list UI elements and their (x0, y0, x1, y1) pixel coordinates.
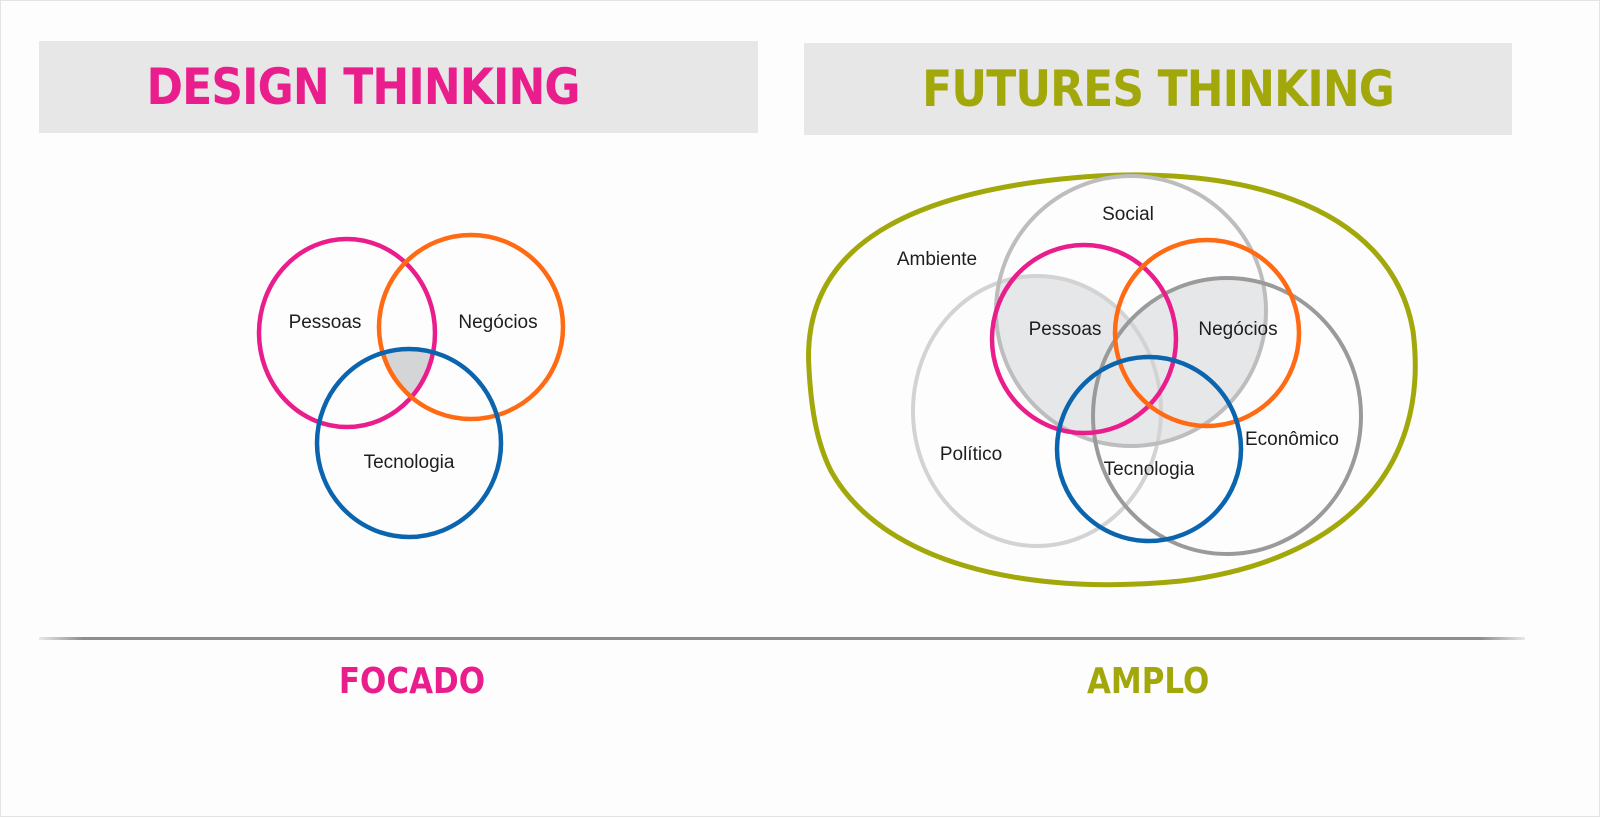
tecnologia-circle-right (1054, 354, 1244, 544)
negocios-label: Negócios (458, 312, 537, 333)
ambiente-boundary (806, 172, 1418, 588)
design-thinking-banner: DESIGN THINKING (39, 41, 758, 133)
focado-label: FOCADO (338, 661, 486, 702)
pessoas-label-right: Pessoas (1029, 319, 1102, 340)
economico-ellipse (1091, 276, 1363, 556)
tecnologia-label-right: Tecnologia (1104, 459, 1195, 480)
futures-thinking-title: FUTURES THINKING (922, 60, 1395, 118)
ambiente-label: Ambiente (897, 249, 977, 270)
negocios-circle-right (1112, 237, 1302, 429)
negocios-circle (376, 232, 566, 422)
negocios-label-right: Negócios (1198, 319, 1277, 340)
social-label: Social (1102, 204, 1154, 225)
tecnologia-circle (314, 346, 504, 540)
design-thinking-venn: Pessoas Negócios Tecnologia (256, 232, 566, 540)
amplo-label: AMPLO (1086, 661, 1210, 702)
tecnologia-label: Tecnologia (364, 452, 455, 473)
pessoas-circle (256, 236, 438, 430)
design-thinking-title: DESIGN THINKING (146, 58, 581, 116)
pessoas-label: Pessoas (289, 312, 362, 333)
futures-thinking-venn: Social Ambiente Político Econômico Pesso… (806, 172, 1418, 588)
economico-label: Econômico (1245, 429, 1339, 450)
pessoas-circle-right (989, 242, 1179, 436)
horizontal-divider (39, 637, 1525, 640)
politico-label: Político (940, 444, 1002, 465)
futures-thinking-banner: FUTURES THINKING (804, 43, 1512, 135)
